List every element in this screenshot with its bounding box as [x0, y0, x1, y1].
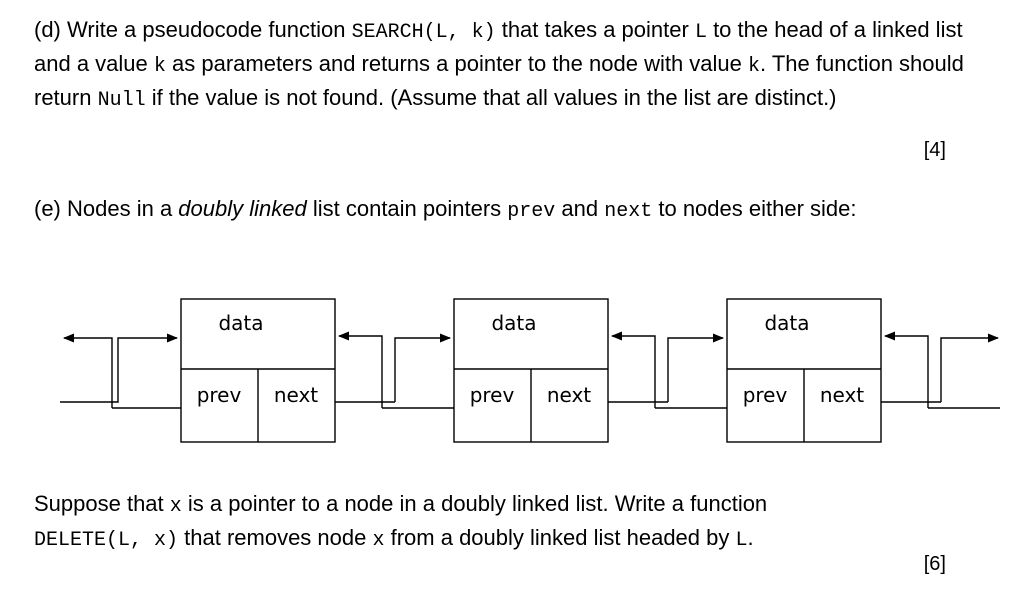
delete-question-text-part: that removes node — [178, 525, 373, 550]
prev-pointer-arrow-to-node-1 — [337, 331, 383, 408]
delete-question-text-part: is a pointer to a node in a doubly linke… — [181, 491, 768, 516]
delete-question-text: Suppose that x is a pointer to a node in… — [34, 488, 874, 556]
node-prev-label: prev — [743, 383, 788, 407]
delete-question-text-part: . — [747, 525, 754, 550]
node-prev-label: prev — [197, 383, 242, 407]
prev-pointer-arrow-to-node-2 — [610, 331, 656, 408]
question-d-text-part: (d) Write a pseudocode function — [34, 17, 352, 42]
question-d-text-part: to the head of a linked list and a value — [34, 17, 963, 76]
code-L: L — [694, 21, 707, 44]
code-x: x — [372, 529, 385, 552]
code-x: x — [169, 495, 182, 518]
node-2 — [453, 298, 609, 443]
node-1 — [180, 298, 336, 443]
node-next-label: next — [820, 383, 864, 407]
question-e-text-part: (e) Nodes in a — [34, 196, 179, 221]
question-e-text-part: and — [555, 196, 605, 221]
delete-question-text-part: from a doubly linked list headed by — [384, 525, 736, 550]
search-signature: SEARCH(L, k) — [351, 21, 496, 44]
question-d-text-part: if the value is not found. (Assume that … — [145, 85, 837, 110]
question-d-text-part: . The function should return — [34, 51, 964, 110]
question-e-text: (e) Nodes in a doubly linked list contai… — [34, 193, 914, 227]
node-next-label: next — [274, 383, 318, 407]
code-prev: prev — [507, 200, 556, 223]
code-null: Null — [97, 89, 146, 112]
delete-signature: DELETE(L, x) — [34, 529, 179, 552]
marks-delete: [6] — [923, 553, 946, 575]
node-next-label: next — [547, 383, 591, 407]
prev-pointer-arrow-to-node-3 — [883, 331, 929, 408]
marks-d: [4] — [923, 139, 946, 161]
next-pointer-arrow-right — [940, 333, 1000, 402]
node-data-label: data — [218, 311, 263, 335]
node-3 — [726, 298, 882, 443]
question-e-text-part: to nodes either side: — [652, 196, 857, 221]
node-data-label: data — [491, 311, 536, 335]
italic-doubly-linked: doubly linked — [178, 196, 307, 221]
question-d-text: (d) Write a pseudocode function SEARCH(L… — [34, 14, 964, 116]
question-d-text-part: as parameters and returns a pointer to t… — [165, 51, 749, 76]
code-L: L — [735, 529, 748, 552]
code-next: next — [604, 200, 653, 223]
next-pointer-arrow-into-node-1 — [60, 333, 179, 403]
next-pointer-arrow-to-node-3 — [667, 333, 725, 402]
code-k: k — [153, 55, 166, 78]
node-prev-label: prev — [470, 383, 515, 407]
delete-question-text-part: Suppose that — [34, 491, 170, 516]
question-d-text-part: that takes a pointer — [495, 17, 695, 42]
code-k: k — [748, 55, 761, 78]
node-data-label: data — [764, 311, 809, 335]
next-pointer-arrow-to-node-2 — [394, 333, 452, 402]
prev-pointer-arrow-left — [62, 333, 113, 408]
question-e-text-part: list contain pointers — [306, 196, 508, 221]
